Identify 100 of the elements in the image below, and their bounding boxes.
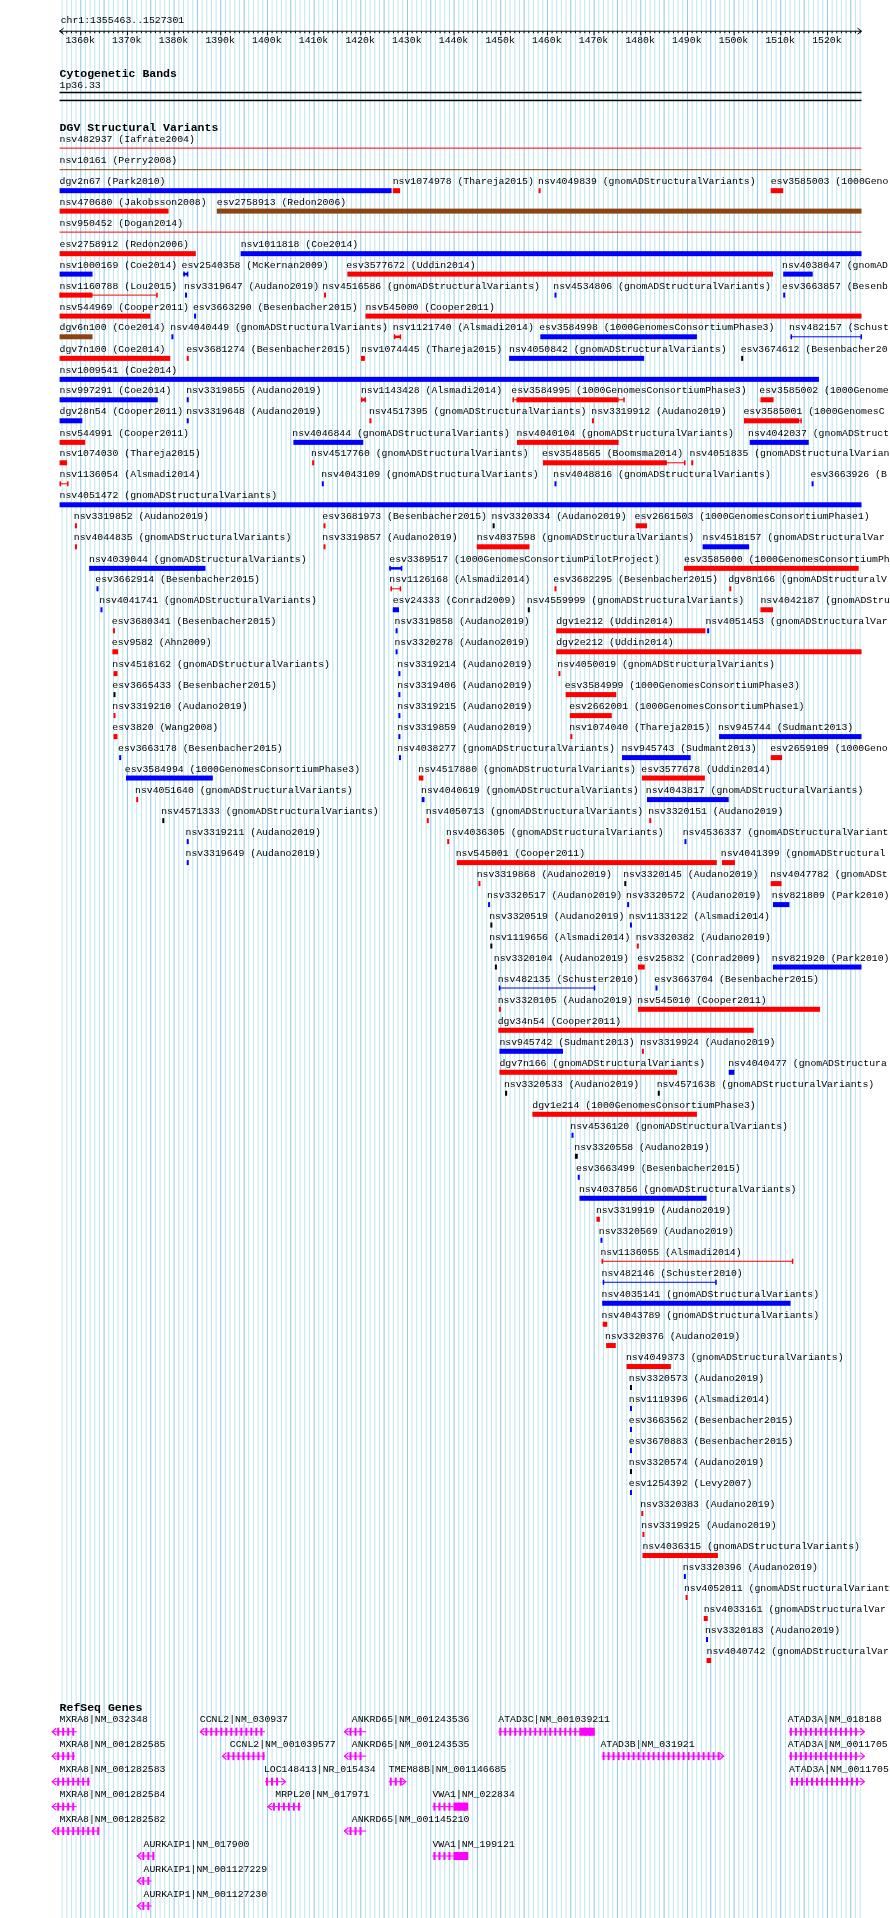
gene-label: MXRA8|NM_001282585 [59, 1738, 166, 1751]
variant-label: nsv997291 (Coe2014) [59, 385, 172, 398]
gene-label: MRPL20|NM_017971 [275, 1789, 370, 1802]
variant-label: nsv3319210 (Audano2019) [112, 701, 248, 714]
variant-label: nsv4051472 (gnomADStructuralVariants) [59, 490, 278, 503]
variant-label: nsv1074030 (Thareja2015) [59, 448, 201, 461]
variant-label: nsv544991 (Cooper2011) [59, 427, 189, 440]
variant-label: nsv3319211 (Audano2019) [185, 827, 321, 840]
variant-label: nsv4048816 (gnomADStructuralVariants) [553, 469, 771, 482]
tick-label: 1400k [252, 34, 282, 47]
variant-label: dgv7n166 (gnomADStructuralVariants) [499, 1057, 706, 1070]
variant-label: nsv4534806 (gnomADStructuralVariants) [553, 280, 771, 293]
tick-label: 1500k [718, 34, 749, 47]
variant-label: nsv4050019 (gnomADStructuralVariants) [557, 659, 775, 672]
gene-label: MXRA8|NM_032348 [59, 1714, 148, 1727]
variant-label: esv3663704 (Besenbacher2015) [654, 973, 819, 986]
gene-label: TMEM88B|NM_001146685 [388, 1764, 507, 1777]
variant-label: nsv945742 (Sudmant2013) [499, 1036, 635, 1049]
variant-label: esv1254392 (Levy2007) [628, 1478, 753, 1490]
variant-label: nsv3320183 (Audano2019) [704, 1625, 841, 1637]
variant-label: esv3663857 (Besenb [782, 280, 888, 293]
variant-label: dgv8n166 (gnomADStructuralV [728, 574, 887, 587]
variant-label: nsv4040619 (gnomADStructuralVariants) [421, 785, 639, 798]
variant-label: nsv3319868 (Audano2019) [476, 869, 612, 882]
variant-label: nsv3319852 (Audano2019) [73, 511, 209, 524]
variant-label: nsv4046844 (gnomADStructuralVariants) [292, 427, 510, 440]
variant-label: dgv7n100 (Coe2014) [59, 343, 166, 356]
variant-label: nsv4042187 (gnomADStru [760, 595, 890, 608]
gene-label: AURKAIP1|NM_001127229 [143, 1863, 268, 1876]
gene-label: VWA1|NM_022834 [432, 1789, 515, 1802]
variant-label: esv2758912 (Redon2006) [59, 239, 189, 252]
variant-label: nsv3320382 (Audano2019) [635, 931, 771, 944]
variant-label: nsv4518157 (gnomADStructuralVar [702, 532, 885, 545]
gene-label: MXRA8|NM_001282584 [59, 1789, 166, 1802]
variant-label: nsv3320334 (Audano2019) [491, 511, 627, 524]
variant-label: nsv3319858 (Audano2019) [394, 616, 530, 629]
variant-label: esv3682295 (Besenbacher2015) [553, 574, 718, 587]
variant-label: esv3548565 (Boomsma2014) [542, 448, 684, 461]
variant-label: nsv4516586 (gnomADStructuralVariants) [322, 280, 540, 293]
variant-label: nsv4050713 (gnomADStructuralVariants) [425, 806, 644, 819]
variant-label: nsv544969 (Cooper2011) [59, 301, 189, 314]
variant-label: nsv1136055 (Alsmadi2014) [600, 1246, 742, 1259]
variant-label: nsv945743 (Sudmant2013) [621, 743, 757, 756]
tick-label: 1440k [438, 34, 469, 47]
variant-label: nsv4047782 (gnomADSt [770, 869, 888, 882]
variant-label: nsv3320533 (Audano2019) [503, 1078, 640, 1091]
variant-label: nsv4043109 (gnomADStructuralVariants) [321, 469, 539, 482]
variant-label: nsv4051835 (gnomADStructuralVarian [689, 448, 890, 461]
variant-label: nsv821920 (Park2010) [771, 952, 890, 965]
variant-label: nsv4036305 (gnomADStructuralVariants) [446, 827, 664, 840]
variant-label: nsv4536120 (gnomADStructuralVariants) [570, 1120, 788, 1133]
variant-label: nsv3319406 (Audano2019) [397, 680, 533, 693]
variant-label: nsv1126168 (Alsmadi2014) [389, 574, 531, 587]
variant-label: nsv3320145 (Audano2019) [623, 869, 759, 882]
variant-label: nsv3319214 (Audano2019) [397, 659, 533, 672]
variant-label: nsv1121740 (Alsmadi2014) [392, 322, 534, 335]
variant-label: esv25832 (Conrad2009) [637, 952, 761, 965]
variant-label: nsv3319912 (Audano2019) [591, 406, 727, 419]
variant-label: nsv3320151 (Audano2019) [648, 806, 784, 819]
variant-label: nsv4043817 (gnomADStructuralVariants) [645, 785, 864, 798]
variant-label: nsv3319647 (Audano2019) [183, 280, 320, 293]
variant-label: nsv1011818 (Coe2014) [240, 239, 359, 252]
variant-label: esv3585003 (1000Geno [770, 176, 889, 189]
gene-label: CCNL2|NM_030937 [199, 1714, 288, 1727]
variant-label: nsv4536337 (gnomADStructuralVariant [682, 827, 889, 840]
gene-label: ANKRD65|NM_001243536 [351, 1714, 470, 1727]
variant-label: nsv4559999 (gnomADStructuralVariants) [526, 595, 745, 608]
variant-label: nsv3319215 (Audano2019) [397, 701, 533, 714]
variant-label: nsv1160788 (Lou2015) [59, 280, 178, 293]
variant-label: nsv3320558 (Audano2019) [574, 1141, 710, 1154]
variant-label: dgv1e214 (1000GenomesConsortiumPhase3) [532, 1099, 756, 1112]
variant-label: nsv945744 (Sudmant2013) [717, 722, 854, 735]
variant-label: esv3670883 (Besenbacher2015) [628, 1436, 794, 1448]
variant-label: nsv4571638 (gnomADStructuralVariants) [656, 1078, 875, 1091]
variant-label: dgv2n67 (Park2010) [59, 176, 166, 189]
gene-label: ATAD3A|NM_018188 [787, 1714, 882, 1727]
variant-label: nsv3319855 (Audano2019) [186, 385, 322, 398]
variant-label: esv3585002 (1000Genome [759, 385, 889, 398]
variant-label: nsv1009541 (Coe2014) [59, 364, 178, 377]
variant-label: dgv6n100 (Coe2014) [59, 322, 166, 335]
variant-label: nsv3320572 (Audano2019) [626, 890, 762, 903]
variant-label: nsv3319649 (Audano2019) [185, 848, 321, 861]
variant-label: esv24333 (Conrad2009) [392, 595, 517, 608]
gene-label: AURKAIP1|NM_017900 [143, 1838, 250, 1851]
variant-label: esv3584995 (1000GenomesConsortiumPhase3) [511, 385, 747, 398]
variant-label: esv3584994 (1000GenomesConsortiumPhase3) [124, 763, 360, 776]
variant-label: esv3681973 (Besenbacher2015) [322, 511, 487, 524]
variant-label: nsv3320104 (Audano2019) [493, 952, 629, 965]
variant-label: nsv1074040 (Thareja2015) [569, 722, 711, 735]
variant-label: nsv4041741 (gnomADStructuralVariants) [99, 595, 317, 608]
gene-label: ANKRD65|NM_001243535 [351, 1738, 470, 1751]
variant-label: nsv4040449 (gnomADStructuralVariants) [170, 322, 388, 335]
gene-label: AURKAIP1|NM_001127230 [143, 1888, 268, 1901]
tick-label: 1460k [532, 34, 562, 47]
gene-label: CCNL2|NM_001039577 [229, 1738, 336, 1751]
variant-label: nsv3320376 (Audano2019) [605, 1331, 741, 1343]
gene-label: ATAD3A|NM_0011705 [787, 1738, 888, 1751]
variant-label: nsv4040742 (gnomADStructuralVar [706, 1646, 889, 1658]
variant-label: nsv4049373 (gnomADStructuralVariants) [626, 1352, 844, 1364]
variant-label: esv2662001 (1000GenomesConsortiumPhase1) [569, 701, 805, 714]
